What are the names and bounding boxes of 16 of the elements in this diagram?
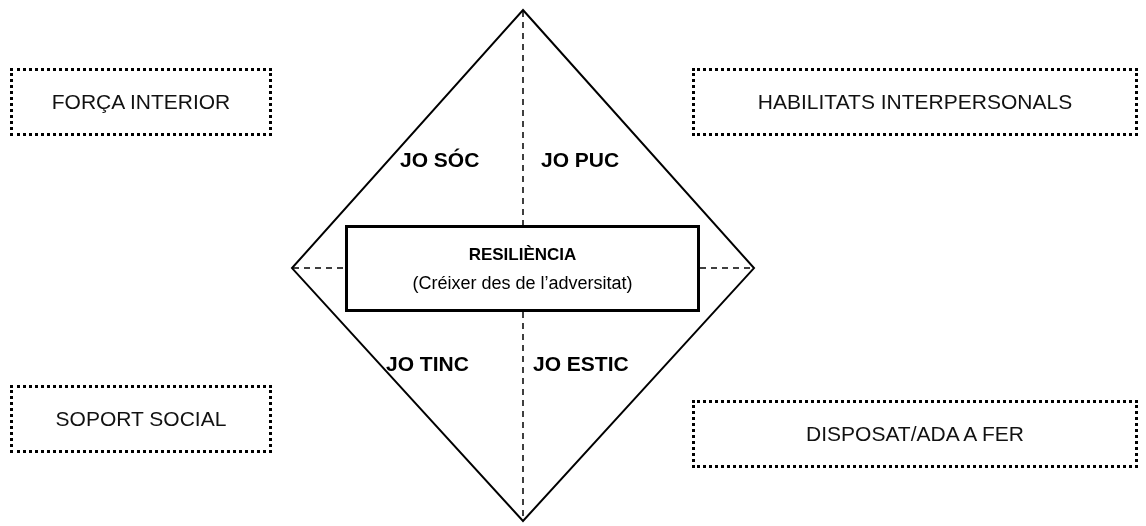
dotted-box (10, 68, 272, 136)
quadrant-label: JO PUC (541, 148, 620, 172)
box-subtitle: (Créixer des de l’adversitat) (412, 271, 633, 295)
box-title: HABILITATS INTERPERSONALS (757, 90, 1073, 114)
box-title: RESILIÈNCIA (468, 243, 577, 266)
box-title: DISPOSAT/ADA A FER (806, 422, 1024, 446)
quadrant-label: JO ESTIC (533, 352, 629, 376)
center-box (345, 225, 700, 312)
quadrant-label: JO SÓC (400, 148, 480, 172)
quadrant-label: JO TINC (386, 352, 469, 376)
box-title: FORÇA INTERIOR (51, 90, 231, 114)
dotted-box (10, 385, 272, 453)
dotted-box (692, 68, 1138, 136)
diamond-shape (291, 9, 755, 522)
dotted-box (692, 400, 1138, 468)
box-title: SOPORT SOCIAL (55, 407, 227, 431)
